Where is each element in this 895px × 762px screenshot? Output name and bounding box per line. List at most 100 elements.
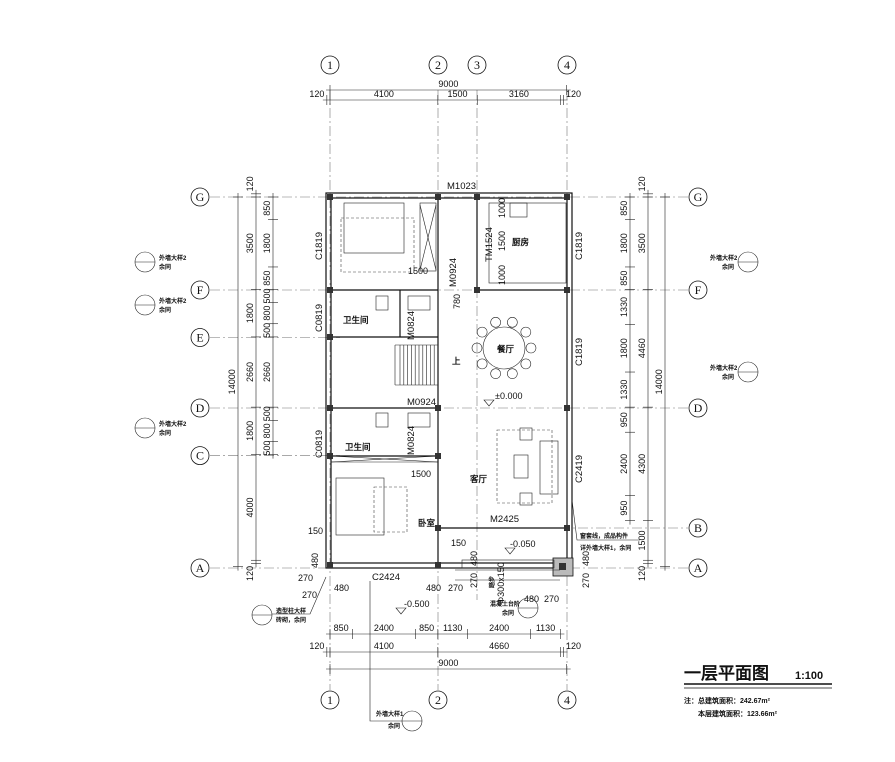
axis-label-F: F (695, 283, 702, 297)
svg-text:余同: 余同 (158, 263, 171, 271)
room-kitchen: 厨房 (512, 237, 529, 247)
dim-bottom_mid-3: 120 (566, 641, 581, 651)
dim-left_mid-5: 4000 (245, 497, 255, 517)
axis-bubble-A: A (190, 558, 210, 578)
svg-text:混凝土台阶: 混凝土台阶 (490, 600, 520, 608)
dim-right_detail-0: 850 (619, 201, 629, 216)
dim-bottom_detail-4: 2400 (489, 623, 509, 633)
dining-chair (476, 326, 488, 338)
dim-480-d: 480 (469, 551, 479, 566)
dim-left_detail-0: 850 (262, 201, 272, 216)
dim-bottom_mid-1: 4100 (374, 641, 394, 651)
window-c1819-right-2: C1819 (574, 338, 585, 366)
dim-right_mid-0: 120 (637, 176, 647, 191)
svg-text:外墙大样2: 外墙大样2 (158, 420, 187, 428)
axis-bubble-num2: 2 (428, 55, 448, 75)
axis-bubble-num1: 1 (320, 690, 340, 710)
svg-text:窗套线，成品构件: 窗套线，成品构件 (580, 532, 628, 540)
dim-top_detail-0: 120 (309, 89, 324, 99)
dim-right_mid-2: 4460 (637, 338, 647, 358)
dim-right_detail-8: 950 (619, 501, 629, 516)
svg-text:外墙大样2: 外墙大样2 (709, 364, 738, 372)
dim-left_detail-2: 850 (262, 271, 272, 286)
svg-text:余同: 余同 (501, 609, 514, 617)
dim-top_detail-4: 120 (566, 89, 581, 99)
level-marks: ±0.000 -0.050 -0.500 (395, 391, 536, 615)
level-outside: -0.500 (404, 599, 430, 609)
room-bathroom-2: 卫生间 (345, 442, 371, 452)
axis-label-num2: 2 (435, 58, 441, 72)
dim-left_detail-5: 500 (262, 323, 272, 338)
dining-chair (520, 326, 532, 338)
dim-left_detail-7: 500 (262, 406, 272, 421)
dim-left_detail-6: 2660 (262, 362, 272, 382)
dim-right_detail-1: 1800 (619, 233, 629, 253)
svg-text:外墙大样1: 外墙大样1 (375, 710, 404, 718)
room-bathroom-1: 卫生间 (343, 315, 369, 325)
axis-bubble-num2: 2 (428, 690, 448, 710)
svg-text:余同: 余同 (387, 722, 400, 730)
dim-right_mid-3: 4300 (637, 454, 647, 474)
window-c2424: C2424 (372, 572, 400, 583)
dining-chair (490, 368, 501, 379)
axis-bubble-A: A (688, 558, 708, 578)
axis-label-num4: 4 (564, 58, 570, 72)
sofa (539, 440, 559, 495)
dim-150-left: 150 (308, 526, 323, 536)
dim-right_mid-1: 3500 (637, 233, 647, 253)
room-dining: 餐厅 (496, 344, 515, 354)
dim-150-right: 150 (451, 538, 466, 548)
axis-bubble-num4: 4 (557, 55, 577, 75)
dining-chair (471, 342, 483, 354)
dim-top_detail-1: 4100 (374, 89, 394, 99)
step-label: 踏步 (488, 576, 496, 588)
svg-text:余同: 余同 (721, 263, 734, 271)
furniture (335, 202, 567, 536)
dim-top_total-0: 9000 (438, 79, 458, 89)
axis-label-num2: 2 (435, 693, 441, 707)
dining-chair (507, 317, 518, 328)
drawing-scale: 1:100 (795, 670, 823, 682)
dim-270-a: 270 (298, 573, 313, 583)
dining-chair (476, 358, 488, 370)
axis-label-G: G (694, 190, 703, 204)
stair-up-label: 上 (452, 356, 461, 366)
door-m0924-lower: M0924 (407, 397, 436, 408)
dim-right_mid-5: 120 (637, 566, 647, 581)
axis-label-D: D (196, 401, 205, 415)
dim-left_detail-3: 500 (262, 288, 272, 303)
axis-bubble-G: G (688, 187, 708, 207)
dim-left_mid-6: 120 (245, 566, 255, 581)
dim-270-f: 270 (581, 573, 591, 588)
axis-bubble-D: D (190, 398, 210, 418)
dim-right_mid-4: 1500 (637, 530, 647, 550)
callout-window-trim: 窗套线，成品构件 详外墙大样1，余同 (571, 499, 640, 552)
dim-right_detail-3: 1330 (619, 297, 629, 317)
dim-1500-upper: 1500 (408, 266, 428, 276)
window-c0819-upper: C0819 (314, 304, 325, 332)
axis-bubble-D: D (688, 398, 708, 418)
svg-text:砖砌，余同: 砖砌，余同 (276, 616, 306, 624)
door-m0824-lower: M0824 (406, 426, 417, 455)
dim-right_detail-5: 1330 (619, 380, 629, 400)
dim-bottom_detail-3: 1130 (443, 623, 462, 633)
axis-label-A: A (694, 561, 703, 575)
dim-right_detail-4: 1800 (619, 338, 629, 358)
axis-bubble-E: E (190, 328, 210, 347)
dim-480-b: 480 (334, 583, 349, 593)
dim-270-d: 270 (469, 573, 479, 588)
dim-left_total-0: 14000 (227, 369, 237, 394)
axis-bubble-C: C (190, 446, 210, 466)
dim-480-c: 480 (426, 583, 441, 593)
dim-kitchen-1000b: 1000 (497, 265, 507, 285)
dim-left_mid-4: 1800 (245, 421, 255, 441)
dim-right_total-0: 14000 (654, 369, 664, 394)
axis-bubble-B: B (688, 518, 708, 538)
dining-chair (507, 368, 518, 379)
svg-text:外墙大样2: 外墙大样2 (709, 254, 738, 262)
